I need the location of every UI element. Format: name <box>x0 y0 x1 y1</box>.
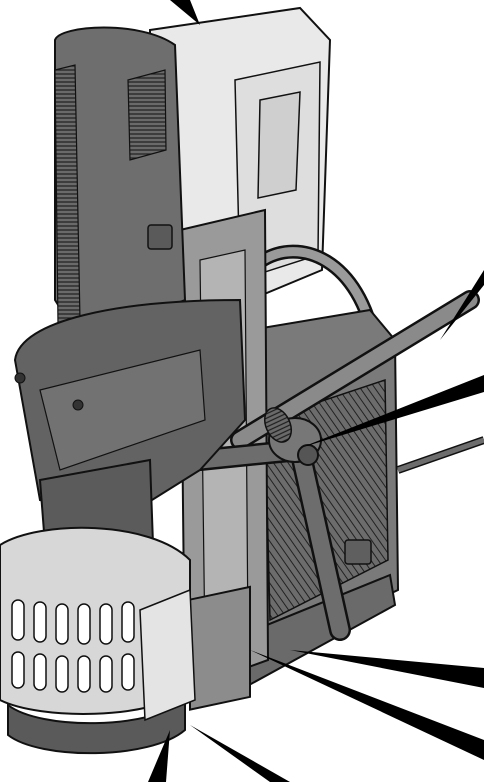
leader-right-lower-2 <box>250 650 484 760</box>
leader-bottom-left <box>148 730 170 782</box>
motor-body <box>54 26 187 342</box>
brand-badge-motor <box>147 224 173 250</box>
leader-right-lower-1 <box>290 650 484 688</box>
leader-bottom-center <box>190 725 290 782</box>
gearbox-housing <box>13 298 247 522</box>
leader-top-left <box>170 0 200 25</box>
callout-leaders <box>148 0 484 782</box>
leader-right-upper <box>300 375 484 448</box>
chip-guard <box>0 526 196 755</box>
brand-badge-rear <box>344 539 372 565</box>
feed-lever <box>189 290 480 641</box>
leader-top-right <box>440 270 484 340</box>
